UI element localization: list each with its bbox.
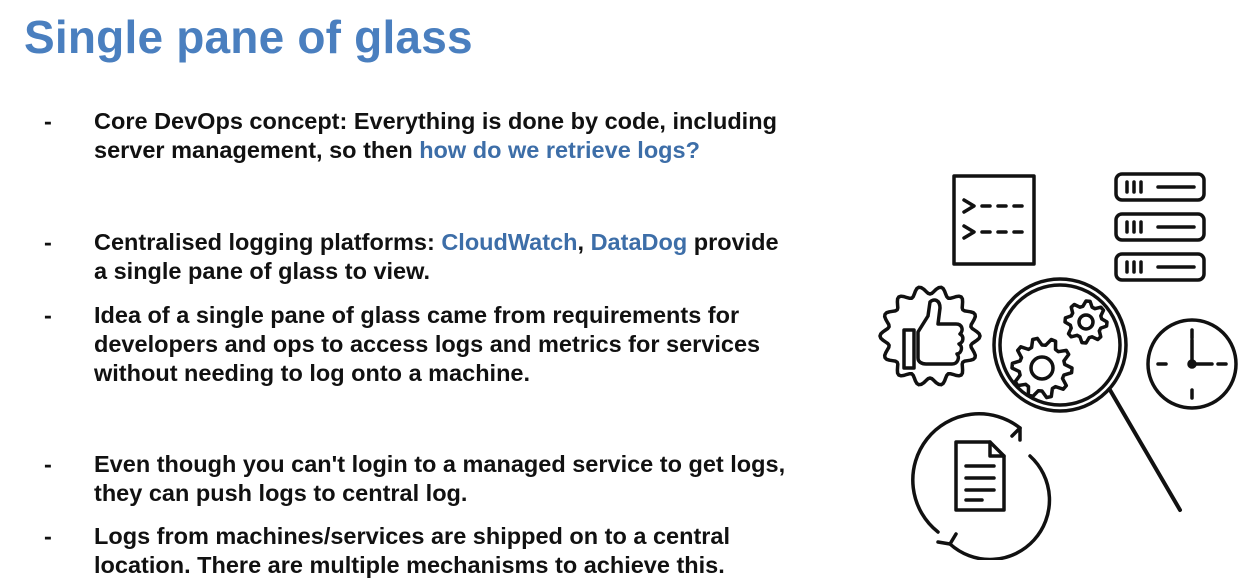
bullet-line: Centralised logging platforms: CloudWatc… [94,228,854,257]
bullet-text: Centralised logging platforms: CloudWatc… [94,228,854,286]
terminal-icon [952,174,1036,266]
gear-outline [1063,299,1109,345]
bullet-line: a single pane of glass to view. [94,258,431,284]
slide-title: Single pane of glass [24,11,473,63]
bullet-text: Idea of a single pane of glass came from… [94,301,854,388]
bullet-line: Core DevOps concept: Everything is done … [94,108,777,134]
thumbs-up-icon [878,285,982,387]
bullet-text: Even though you can't login to a managed… [94,450,854,508]
document-sync-icon [911,412,1052,560]
bullet-dash: - [44,523,52,549]
bullet-dash: - [44,229,52,255]
bullet-dash: - [44,451,52,477]
gear-outline [1010,336,1074,400]
bullet-text: Core DevOps concept: Everything is done … [94,107,854,165]
datadog-link: DataDog [590,229,688,255]
bullet-line: without needing to log onto a machine. [94,360,531,386]
bullet-line: location. There are multiple mechanisms … [94,552,725,578]
bullet-text: Logs from machines/services are shipped … [94,522,854,580]
bullet-line: Logs from machines/services are shipped … [94,523,731,549]
bullet-line: developers and ops to access logs and me… [94,331,761,357]
bullet-text-part: server management, so then [94,137,420,163]
bullet-text-part: provide [687,229,779,255]
bullet-text-part: Centralised logging platforms: [94,229,442,255]
bullet-line: server management, so then how do we ret… [94,136,854,165]
magnifier-gears-icon [992,277,1182,512]
server-stack-icon [1114,172,1206,282]
bullet-line: Even though you can't login to a managed… [94,451,786,477]
bullet-dash: - [44,302,52,328]
highlight-text: how do we retrieve logs? [419,137,700,163]
cloudwatch-link: CloudWatch [441,229,578,255]
separator-text: , [577,229,591,255]
bullet-line: Idea of a single pane of glass came from… [94,302,740,328]
bullet-line: they can push logs to central log. [94,480,468,506]
gear-hole [1077,313,1095,331]
logging-illustration [878,172,1238,560]
gear-hole [1029,355,1055,381]
bullet-dash: - [44,108,52,134]
clock-icon [1146,318,1238,410]
